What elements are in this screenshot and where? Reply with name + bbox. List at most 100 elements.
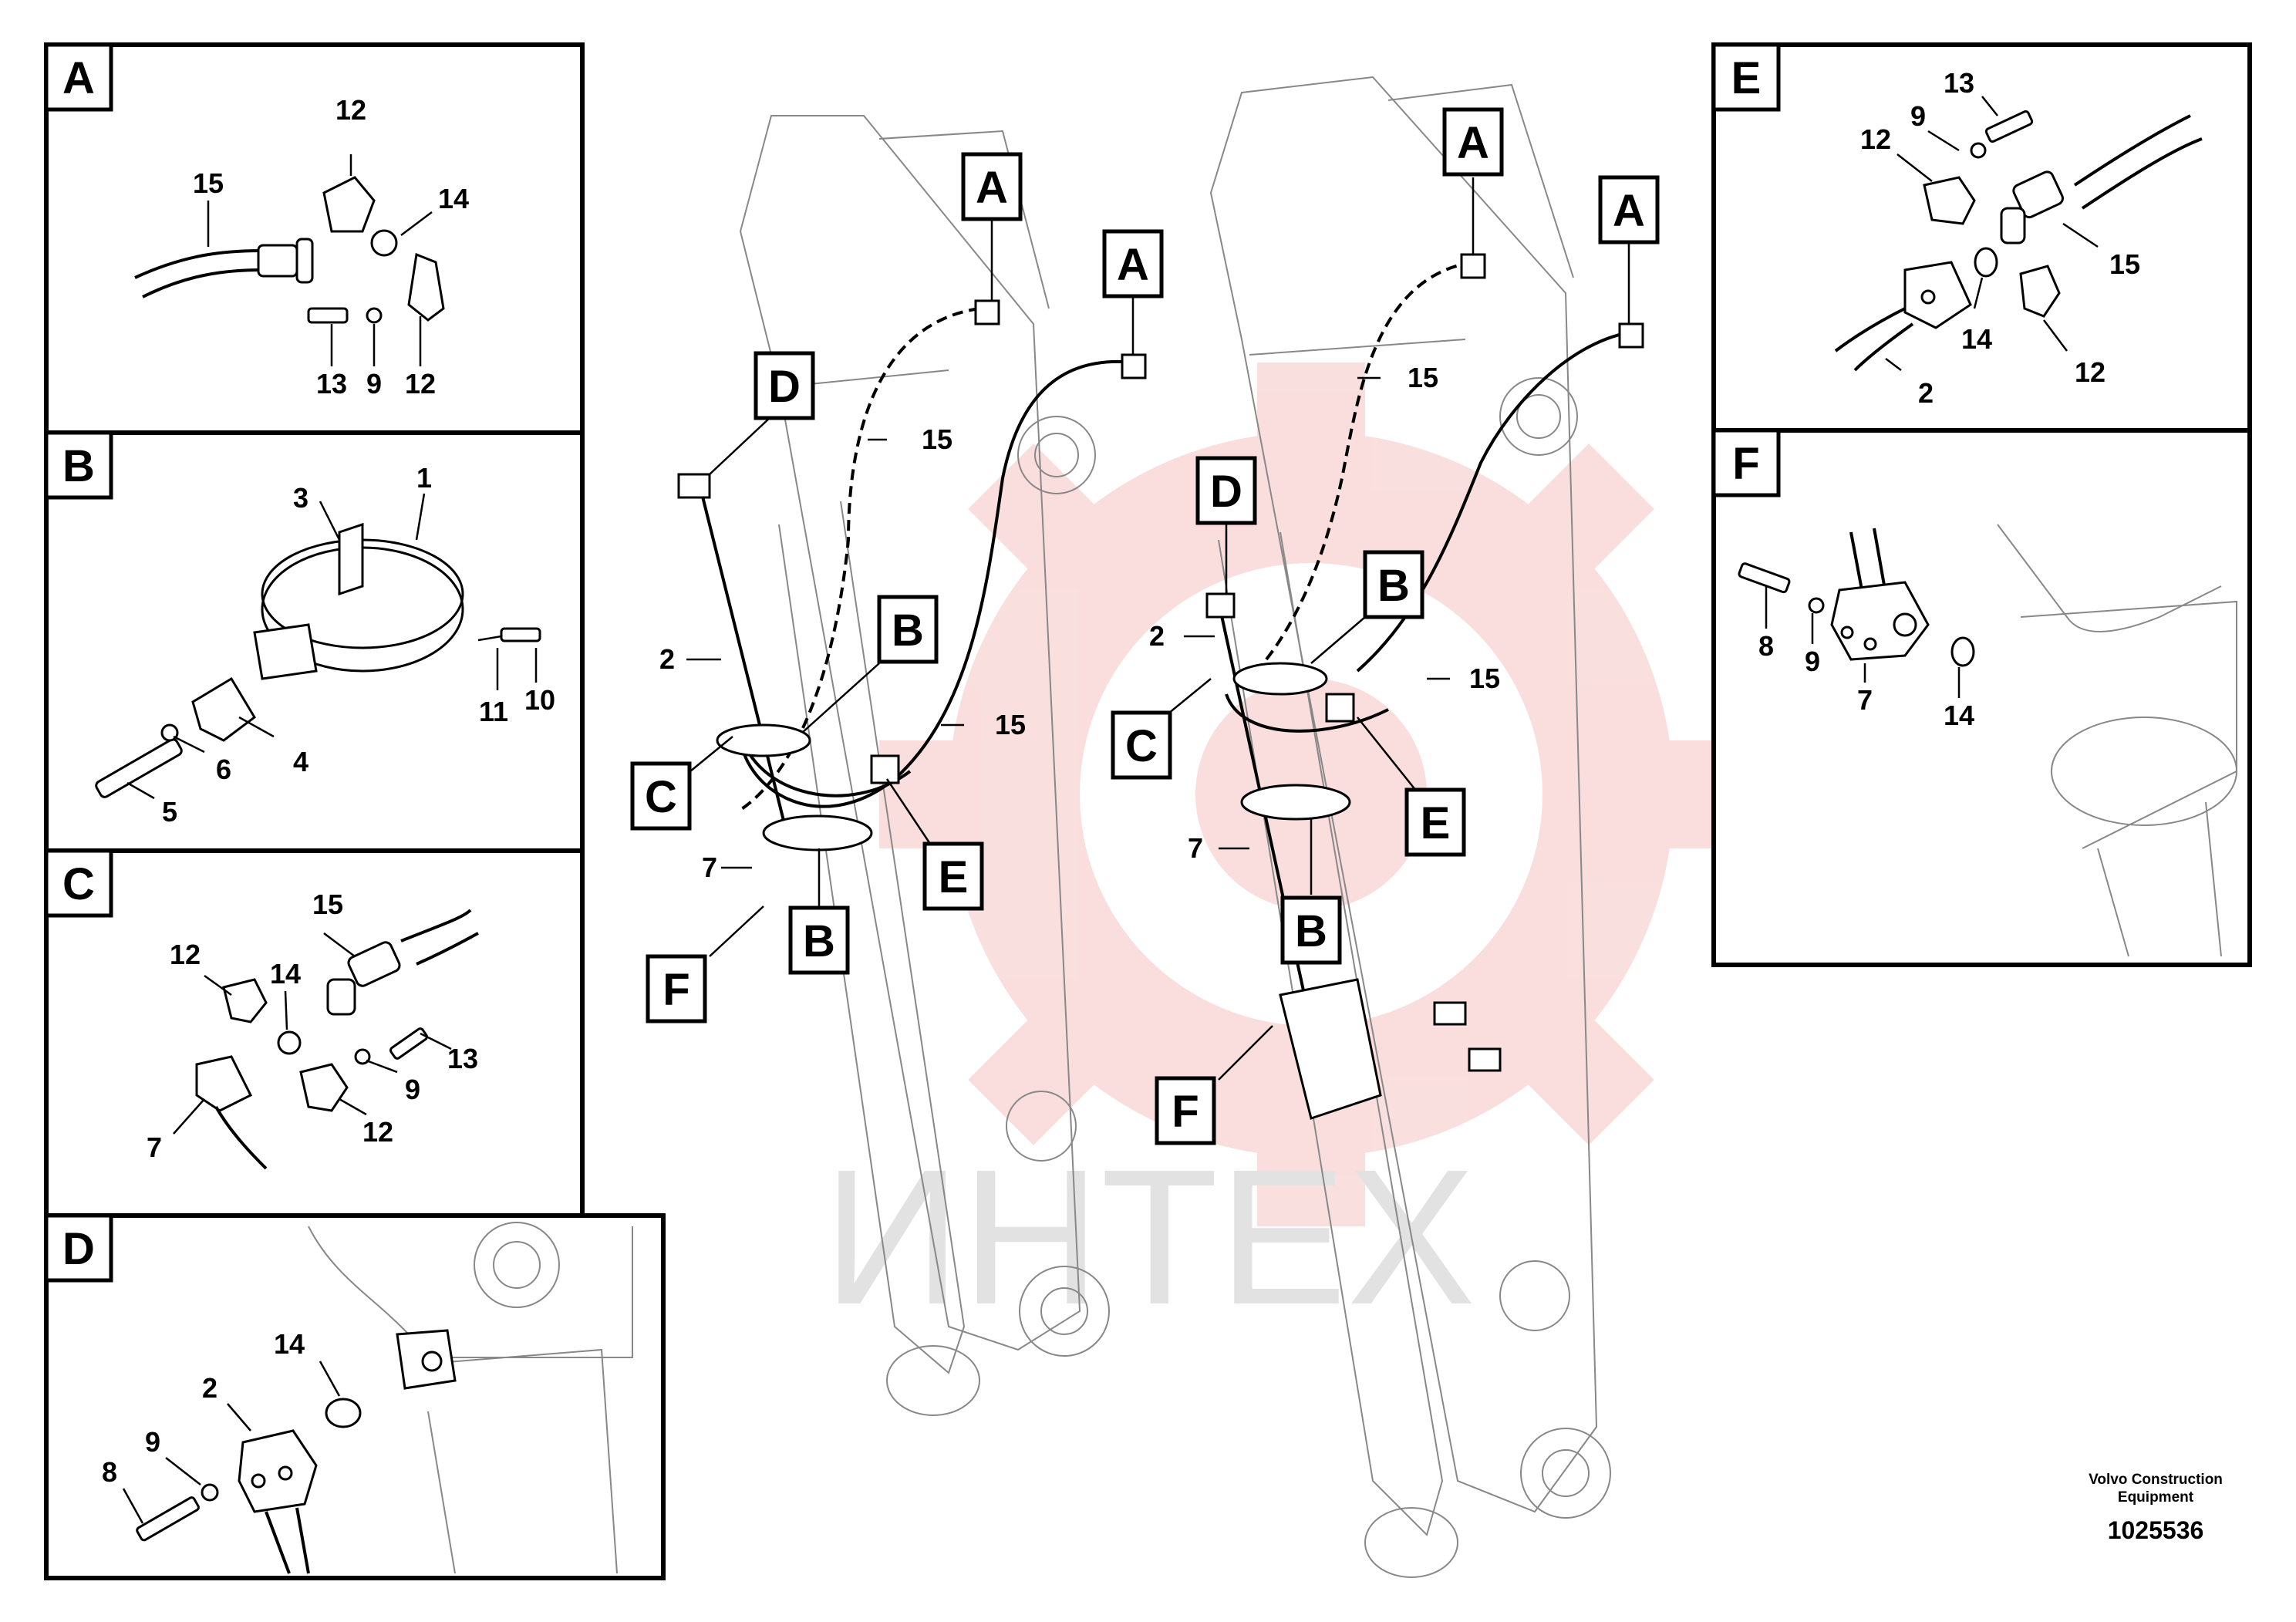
panel-b-label — [44, 430, 113, 500]
label-right-boom-num-7: 7 — [1188, 832, 1203, 864]
callout-b-left-2 — [788, 905, 850, 975]
label-callouts-hose: 15 — [193, 167, 224, 199]
label-callouts-bolt: 8 — [102, 1456, 117, 1488]
label-left-boom-num-2: 2 — [659, 643, 675, 675]
callout-d-left — [754, 351, 815, 420]
label-callouts-o-ring: 14 — [1944, 700, 1974, 731]
callout-a-right-1 — [1442, 107, 1504, 177]
label-callouts-washer: 6 — [216, 754, 231, 785]
label-F-tag: F — [1732, 439, 1759, 489]
label-callouts-washer: 9 — [1805, 646, 1820, 677]
footer: Volvo Construction Equipment 1025536 — [2089, 1472, 2223, 1544]
label-callouts-pipe-flange: 7 — [147, 1131, 162, 1163]
callout-e-left — [922, 841, 984, 911]
brand-line-2: Equipment — [2118, 1489, 2194, 1506]
panel-a-label — [44, 42, 113, 112]
detail-panel-f: F 8 9 7 14 — [1711, 428, 2252, 967]
detail-panel-e: E 13 9 12 15 14 12 2 — [1711, 42, 2252, 433]
label-right-boom-tag-c: C — [1125, 721, 1158, 771]
callout-e-right — [1404, 787, 1466, 857]
label-left-boom-tag-a-1: A — [976, 163, 1008, 213]
label-left-boom-tag-c: C — [645, 772, 677, 822]
label-callouts-bolt: 5 — [162, 796, 177, 828]
label-left-boom-tag-b-1: B — [892, 605, 924, 656]
callout-f-right — [1155, 1076, 1216, 1145]
left-boom-drawing — [677, 115, 1147, 1416]
label-right-boom-num-15-a: 15 — [1408, 362, 1438, 393]
label-right-boom-tag-a-2: A — [1613, 186, 1645, 236]
label-B-tag: B — [62, 441, 95, 491]
label-callouts-bolt: 13 — [316, 368, 347, 400]
label-callouts-bolt: 13 — [447, 1043, 478, 1074]
label-right-boom-num-2: 2 — [1149, 620, 1165, 652]
watermark-text: ИНТЕХ — [823, 1129, 1475, 1344]
right-boom-callouts: A A D B C E B F 15 2 15 7 — [1111, 107, 1660, 1145]
label-callouts-o-ring: 14 — [438, 183, 469, 214]
label-callouts-hose: 15 — [312, 889, 343, 920]
label-callouts-pipe-flange: 2 — [202, 1372, 217, 1404]
label-right-boom-tag-d: D — [1210, 467, 1242, 517]
label-left-boom-tag-a-2: A — [1117, 240, 1149, 290]
callout-c-left — [630, 761, 692, 831]
callout-a-right-2 — [1598, 175, 1660, 244]
label-left-boom-tag-f: F — [663, 965, 689, 1015]
label-E-tag: E — [1731, 53, 1762, 103]
label-callouts-block: 4 — [293, 746, 308, 777]
label-callouts-o-ring: 14 — [1961, 323, 1992, 355]
label-left-boom-tag-d: D — [768, 362, 801, 412]
callout-b-left-1 — [877, 595, 939, 664]
label-callouts-half-flange-left: 12 — [170, 939, 201, 970]
callout-f-left — [646, 954, 707, 1023]
label-callouts-washer: 9 — [145, 1426, 160, 1458]
label-right-boom-tag-b-1: B — [1377, 561, 1410, 611]
label-D-tag: D — [62, 1224, 95, 1274]
label-callouts-clamp-band: 1 — [416, 462, 432, 494]
label-callouts-washer: 9 — [405, 1074, 420, 1105]
label-callouts-half-flange-bottom: 12 — [405, 368, 436, 400]
label-callouts-o-ring: 14 — [274, 1328, 305, 1360]
label-callouts-bolt: 8 — [1758, 630, 1774, 662]
callout-c-right — [1111, 710, 1172, 780]
label-callouts-half-flange-bottom: 12 — [362, 1116, 393, 1148]
callout-a-left-1 — [961, 152, 1023, 221]
callout-a-left-2 — [1102, 229, 1164, 298]
label-callouts-half-flange-bottom: 12 — [2075, 356, 2106, 388]
label-right-boom-tag-b-2: B — [1295, 906, 1327, 956]
label-callouts-bolt: 13 — [1944, 67, 1974, 99]
label-A-tag: A — [62, 53, 95, 103]
panel-f-label — [1711, 428, 1781, 497]
panel-c-label — [44, 848, 113, 918]
label-callouts-hose: 15 — [2109, 248, 2140, 280]
left-boom-callouts: A A D B C E B F 15 2 15 7 — [630, 152, 1164, 1023]
label-C-tag: C — [62, 859, 95, 909]
label-left-boom-tag-e: E — [939, 852, 969, 902]
panel-d-label — [44, 1213, 113, 1283]
label-right-boom-tag-a-1: A — [1457, 118, 1489, 168]
label-right-boom-tag-e: E — [1421, 798, 1451, 848]
label-callouts-pipe-flange: 7 — [1857, 684, 1873, 716]
label-right-boom-tag-f: F — [1172, 1087, 1199, 1137]
label-left-boom-num-7: 7 — [702, 851, 717, 883]
label-left-boom-num-15-b: 15 — [995, 709, 1026, 740]
detail-panel-a: A 12 15 14 13 9 12 — [44, 42, 585, 435]
label-callouts-clamp-half: 3 — [293, 482, 308, 514]
brand-line-1: Volvo Construction — [2089, 1472, 2223, 1488]
detail-panel-b: B 3 1 4 5 6 10 11 — [44, 430, 585, 853]
label-right-boom-num-15-b: 15 — [1469, 663, 1500, 694]
callout-b-right-2 — [1280, 895, 1342, 965]
label-callouts-washer: 9 — [1910, 100, 1926, 132]
detail-panel-c: C 15 12 14 13 9 12 7 — [44, 848, 585, 1218]
callout-b-right-1 — [1363, 550, 1424, 619]
label-callouts-band-strap: 11 — [479, 696, 508, 727]
label-callouts-washer: 9 — [366, 368, 382, 400]
label-callouts-screw: 10 — [524, 684, 555, 716]
label-callouts-o-ring: 14 — [270, 958, 301, 990]
label-left-boom-tag-b-2: B — [803, 916, 835, 966]
label-callouts-half-flange-top: 12 — [335, 94, 366, 126]
label-left-boom-num-15-a: 15 — [922, 423, 952, 455]
document-number: 1025536 — [2108, 1516, 2204, 1544]
label-callouts-half-flange-top: 12 — [1860, 123, 1891, 155]
panel-e-label — [1711, 42, 1781, 112]
callout-d-right — [1195, 456, 1257, 525]
